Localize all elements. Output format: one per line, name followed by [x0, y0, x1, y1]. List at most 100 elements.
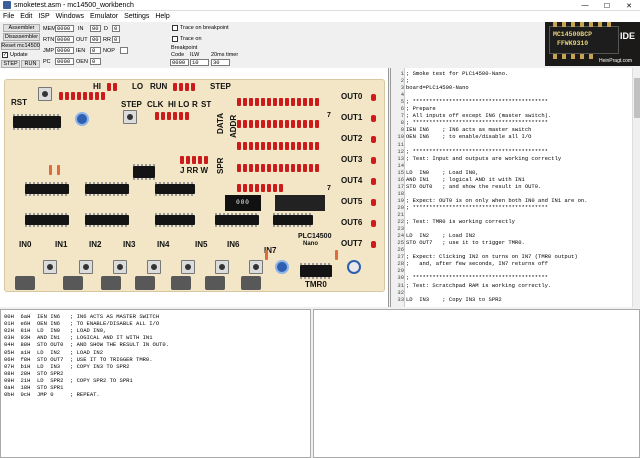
in3-switch[interactable]	[147, 260, 161, 274]
led	[185, 112, 189, 120]
timer-field[interactable]: 30	[211, 59, 230, 66]
in6-switch[interactable]	[249, 260, 263, 274]
rtn-field[interactable]: 0000	[55, 36, 74, 43]
in2-switch[interactable]	[113, 260, 127, 274]
mem-field[interactable]: 0000	[55, 25, 74, 32]
led	[161, 112, 165, 120]
pc-field[interactable]: 0000	[55, 58, 74, 65]
update-checkbox[interactable]: ✓	[2, 52, 8, 58]
code-line[interactable]: 28; and, after few seconds, IN7 returns …	[391, 260, 548, 267]
code-line[interactable]: 8; *************************************…	[391, 119, 548, 126]
led	[261, 142, 265, 150]
code-line[interactable]: 21	[391, 211, 406, 218]
code-line[interactable]: 4	[391, 91, 406, 98]
breakpoint-label: Breakpoint	[171, 45, 198, 51]
menu-help[interactable]: Help	[155, 13, 170, 20]
code-field[interactable]: 0000	[170, 59, 189, 66]
line-number: 22	[397, 218, 404, 226]
rst-switch[interactable]	[38, 87, 52, 101]
code-line[interactable]: 22; Test: TMR0 is working correctly	[391, 218, 515, 226]
code-line[interactable]: 13; Test: Input and outputs are working …	[391, 155, 561, 162]
menu-windows[interactable]: Windows	[55, 13, 85, 20]
trimmer-pot[interactable]	[347, 260, 361, 274]
out3-label: OUT3	[341, 155, 363, 164]
ien-field[interactable]: 0	[90, 47, 101, 54]
code-line[interactable]: 5; *************************************…	[391, 98, 548, 105]
capacitor	[275, 260, 289, 274]
rr-field[interactable]: 0	[112, 36, 120, 43]
in0-switch[interactable]	[43, 260, 57, 274]
code-line[interactable]: 11	[391, 140, 406, 148]
out-field[interactable]: 00	[90, 36, 101, 43]
menu-edit[interactable]: Edit	[20, 13, 33, 20]
code-line[interactable]: 2;	[391, 77, 410, 84]
d-field[interactable]: 0	[112, 25, 120, 32]
code-line[interactable]: 30; ************************************…	[391, 274, 548, 281]
code-line[interactable]: 7; All inputs off except IN6 (master swi…	[391, 112, 552, 119]
disassembler-button[interactable]: Disassembler	[3, 33, 40, 41]
close-button[interactable]: ✕	[626, 2, 632, 10]
code-line[interactable]: 18	[391, 189, 406, 197]
code-line[interactable]: 12; ************************************…	[391, 148, 548, 155]
address-display: 000	[225, 195, 261, 211]
code-line[interactable]: 27; Expect: Clicking IN2 on turns on IN7…	[391, 253, 577, 260]
led	[285, 120, 289, 128]
trace-on-checkbox[interactable]	[172, 36, 178, 42]
line-number: 29	[397, 267, 404, 275]
scroll-thumb[interactable]	[634, 78, 640, 118]
line-number: 11	[397, 140, 404, 148]
maximize-button[interactable]: ☐	[603, 2, 611, 10]
nop-label: NOP	[103, 48, 115, 54]
st-label: ST	[201, 100, 212, 109]
code-line[interactable]: 1; Smoke test for PLC14500-Nano.	[391, 70, 509, 77]
menu-emulator[interactable]: Emulator	[90, 13, 119, 20]
ic-chip	[215, 213, 259, 227]
menu-isp[interactable]: ISP	[38, 13, 50, 20]
code-line[interactable]: 20; ************************************…	[391, 204, 548, 211]
step-button[interactable]: STEP	[1, 60, 20, 68]
led	[243, 120, 247, 128]
in5-switch[interactable]	[215, 260, 229, 274]
line-number: 18	[397, 189, 404, 197]
code-line[interactable]: 23	[391, 225, 406, 232]
in-field[interactable]: 00	[90, 25, 101, 32]
code-line[interactable]: 29	[391, 267, 406, 275]
step-switch[interactable]	[123, 110, 137, 124]
led	[237, 120, 241, 128]
reset-button[interactable]: Reset mc14500	[1, 42, 40, 50]
jmp-field[interactable]: 0000	[55, 47, 74, 54]
assembler-button[interactable]: Assembler	[3, 24, 40, 32]
menu-settings[interactable]: Settings	[124, 13, 150, 20]
menu-file[interactable]: File	[3, 13, 15, 20]
led	[279, 142, 283, 150]
code-line[interactable]: 6; Prepare	[391, 105, 436, 112]
editor-scrollbar[interactable]	[632, 68, 640, 307]
code-line[interactable]: 19; Expect: OUT0 is on only when both IN…	[391, 197, 587, 204]
in4-switch[interactable]	[181, 260, 195, 274]
run-button[interactable]: RUN	[21, 60, 40, 68]
led	[95, 92, 99, 100]
nop-field[interactable]	[120, 47, 128, 54]
oen-field[interactable]: 0	[90, 58, 101, 65]
led	[309, 98, 313, 106]
ilw-field[interactable]: 10	[190, 59, 209, 66]
code-line[interactable]: 26	[391, 246, 406, 253]
code-line[interactable]: 14	[391, 162, 406, 169]
trace-breakpoint-checkbox[interactable]	[172, 25, 178, 31]
minimize-button[interactable]: —	[581, 2, 589, 9]
code-line[interactable]: 31; Test: Scratchpad RAM is working corr…	[391, 282, 551, 289]
chip-pin	[580, 22, 584, 27]
ide-label: IDE	[620, 31, 636, 41]
in1-switch[interactable]	[79, 260, 93, 274]
code-line[interactable]: 32	[391, 289, 406, 296]
